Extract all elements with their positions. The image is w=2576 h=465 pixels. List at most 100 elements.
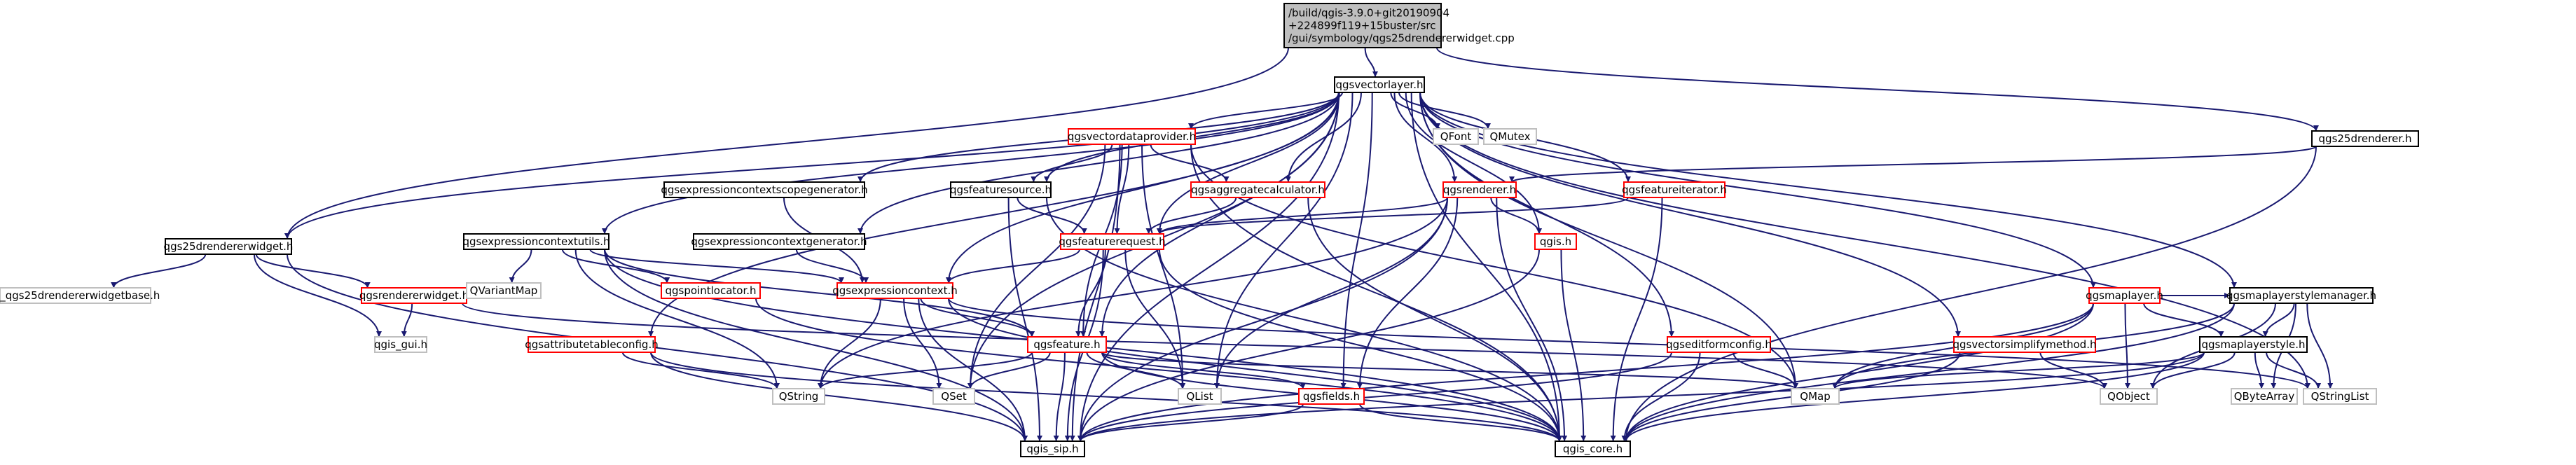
file-nodes: /build/qgis-3.9.0+git20190904+224899f119… xyxy=(0,3,2419,457)
node-qgsfeaturesource[interactable]: qgsfeaturesource.h xyxy=(950,181,1052,198)
node-label-qgsfeatureiterator: qgsfeatureiterator.h xyxy=(1622,183,1727,196)
edge-qgsvectorlayer-to-qgsmaplayerstylemanager xyxy=(1419,92,2237,289)
node-label-qbytearray: QByteArray xyxy=(2234,390,2295,403)
node-qgspointlocator[interactable]: qgspointlocator.h xyxy=(661,282,761,299)
edge-qgsrenderer-to-qgis xyxy=(1490,197,1542,235)
node-label-qgseditformconfig: qgseditformconfig.h xyxy=(1666,338,1772,351)
node-root[interactable]: /build/qgis-3.9.0+git20190904+224899f119… xyxy=(1283,3,1515,48)
node-qgsfeatureiterator[interactable]: qgsfeatureiterator.h xyxy=(1622,181,1727,198)
node-qgis_core[interactable]: qgis_core.h xyxy=(1555,440,1631,457)
node-label-qgsaggregatecalculator: qgsaggregatecalculator.h xyxy=(1191,183,1325,196)
node-qgsvectordataprovider[interactable]: qgsvectordataprovider.h xyxy=(1068,128,1196,145)
node-qgsvectorlayer[interactable]: qgsvectorlayer.h xyxy=(1334,76,1425,93)
node-qstringlist: QStringList xyxy=(2303,388,2377,405)
node-qgis[interactable]: qgis.h xyxy=(1534,233,1577,250)
node-box-qgsvectorlayer xyxy=(1334,76,1425,93)
edge-qgsvectorlayer-to-qgis_core xyxy=(1410,92,1562,442)
node-qgsexpressioncontext[interactable]: qgsexpressioncontext.h xyxy=(832,282,958,299)
node-qgsmaplayerstylemanager[interactable]: qgsmaplayerstylemanager.h xyxy=(2226,287,2376,304)
edge-qgsvectorlayer-to-qgs25drendererwidget xyxy=(284,92,1339,240)
edge-qgsfeature-to-qstring xyxy=(818,352,1033,389)
node-qgsfields[interactable]: qgsfields.h xyxy=(1298,388,1365,405)
edge-qgis-to-qgis_core xyxy=(1560,249,1587,442)
edge-qgsattributetableconfig-to-qgis_sip xyxy=(650,352,1028,442)
node-box-qgsmaplayer xyxy=(2088,287,2161,304)
node-box-qgis_gui xyxy=(374,336,427,353)
edge-qgsvectorlayer-to-qgsexpressioncontextutils xyxy=(602,92,1339,235)
node-label-qgsattributetableconfig: qgsattributetableconfig.h xyxy=(525,338,658,351)
node-box-qbytearray xyxy=(2231,388,2298,405)
node-qgsexpressioncontextutils[interactable]: qgsexpressioncontextutils.h xyxy=(462,233,610,250)
node-box-qgsvectorsimplifymethod xyxy=(1953,336,2096,353)
node-qgsrendererwidget[interactable]: qgsrendererwidget.h xyxy=(359,287,469,304)
node-box-qgsexpressioncontext xyxy=(836,282,953,299)
node-box-qgseditformconfig xyxy=(1667,336,1771,353)
edge-qgsvectorlayer-to-qgsfeaturerequest xyxy=(1157,92,1340,235)
node-label-qgspointlocator: qgspointlocator.h xyxy=(665,284,756,297)
edge-qgsvectorlayer-to-qgis_sip xyxy=(1077,92,1339,442)
node-box-qgspointlocator xyxy=(661,282,761,299)
node-qgs25drenderer[interactable]: qgs25drenderer.h xyxy=(2311,130,2419,147)
node-qgsrenderer[interactable]: qgsrenderer.h xyxy=(1442,181,1517,198)
edge-qgsfeatureiterator-to-qgsfeaturerequest xyxy=(1157,197,1629,235)
dependency-edges xyxy=(111,47,2334,442)
node-box-qfont xyxy=(1433,128,1479,145)
edge-qgsexpressioncontextutils-to-qgsexpressioncontext xyxy=(589,249,844,284)
node-qgsexpressioncontextscopegenerator[interactable]: qgsexpressioncontextscopegenerator.h xyxy=(661,181,868,198)
node-label-qgsvectordataprovider: qgsvectordataprovider.h xyxy=(1068,130,1196,143)
node-ui_qgs25drendererwidgetbase: ui_qgs25drendererwidgetbase.h xyxy=(0,287,160,304)
node-label-qgsfeaturerequest: qgsfeaturerequest.h xyxy=(1059,235,1165,248)
node-qgsfeature[interactable]: qgsfeature.h xyxy=(1027,336,1107,353)
node-qvariantmap: QVariantMap xyxy=(466,282,542,299)
node-qgsmaplayerstyle[interactable]: qgsmaplayerstyle.h xyxy=(2199,336,2308,353)
node-label-root: +224899f119+15buster/src xyxy=(1288,20,1435,32)
node-qgsaggregatecalculator[interactable]: qgsaggregatecalculator.h xyxy=(1190,181,1325,198)
node-box-qgis xyxy=(1534,233,1577,250)
node-label-qstring: QString xyxy=(779,390,819,403)
edge-qgis-to-qgis_sip xyxy=(1077,249,1540,442)
node-qgseditformconfig[interactable]: qgseditformconfig.h xyxy=(1666,336,1772,353)
node-qgis_sip[interactable]: qgis_sip.h xyxy=(1020,440,1085,457)
edge-qgsmaplayerstyle-to-qgis_core xyxy=(1623,352,2205,442)
edge-qgsmaplayer-to-qgis_sip xyxy=(1077,303,2094,442)
node-qgsattributetableconfig[interactable]: qgsattributetableconfig.h xyxy=(525,336,659,353)
node-label-qgs25drendererwidget: qgs25drendererwidget.h xyxy=(164,240,294,253)
node-qmutex: QMutex xyxy=(1483,128,1537,145)
node-qfont: QFont xyxy=(1433,128,1479,145)
edge-qgsvectordataprovider-to-qgis_core xyxy=(1190,144,1562,442)
node-qgs25drendererwidget[interactable]: qgs25drendererwidget.h xyxy=(164,238,294,255)
edge-qgseditformconfig-to-qmap xyxy=(1733,352,1798,389)
node-box-qgsfields xyxy=(1298,388,1365,405)
edge-qgspointlocator-to-qgis_core xyxy=(755,298,1562,442)
node-label-qgsvectorsimplifymethod: qgsvectorsimplifymethod.h xyxy=(1953,338,2097,351)
edge-qgsvectorlayer-to-qgsexpressioncontextgenerator xyxy=(857,92,1339,235)
edge-qgsvectorsimplifymethod-to-qobject xyxy=(2039,352,2107,389)
node-label-qgis: qgis.h xyxy=(1540,235,1571,248)
node-qgsfeaturerequest[interactable]: qgsfeaturerequest.h xyxy=(1059,233,1166,250)
node-label-qgis_sip: qgis_sip.h xyxy=(1026,443,1078,456)
edge-qgsvectordataprovider-to-qgsfeaturerequest xyxy=(1114,144,1130,235)
edge-qgsfeaturesource-to-qgis_sip xyxy=(1007,197,1042,442)
node-box-qgsfeature xyxy=(1027,336,1107,353)
node-box-qgis_core xyxy=(1555,440,1631,457)
edge-qgsfeaturerequest-to-qlist xyxy=(1124,249,1185,389)
edge-qgs25drendererwidget-to-ui_qgs25drendererwidgetbase xyxy=(111,254,207,289)
node-box-qgsmaplayerstylemanager xyxy=(2229,287,2374,304)
edge-qgsrenderer-to-qstring xyxy=(818,197,1448,389)
edge-qgsrendererwidget-to-qobject xyxy=(462,303,2107,389)
node-label-root: /gui/symbology/qgs25drendererwidget.cpp xyxy=(1288,32,1515,45)
edge-qgsvectorlayer-to-qgsattributetableconfig xyxy=(648,92,1339,338)
node-box-qgsfeatureiterator xyxy=(1623,181,1726,198)
edge-qgsrenderer-to-qgsfields xyxy=(1357,197,1459,389)
edge-qgsrenderer-to-qlist xyxy=(1214,197,1448,389)
node-qgsvectorsimplifymethod[interactable]: qgsvectorsimplifymethod.h xyxy=(1953,336,2097,353)
edge-qgsexpressioncontext-to-qgis_core xyxy=(948,298,1562,442)
edge-qgsvectordataprovider-to-qlist xyxy=(1141,144,1186,389)
node-label-qgis_gui: qgis_gui.h xyxy=(374,338,427,352)
node-qgsmaplayer[interactable]: qgsmaplayer.h xyxy=(2086,287,2163,304)
edge-qgsvectorlayer-to-qgsfields xyxy=(1340,92,1373,389)
edge-qgsmaplayerstylemanager-to-qgis_core xyxy=(1623,303,2235,442)
node-label-qstringlist: QStringList xyxy=(2311,390,2369,403)
node-qgsexpressioncontextgenerator[interactable]: qgsexpressioncontextgenerator.h xyxy=(691,233,867,250)
